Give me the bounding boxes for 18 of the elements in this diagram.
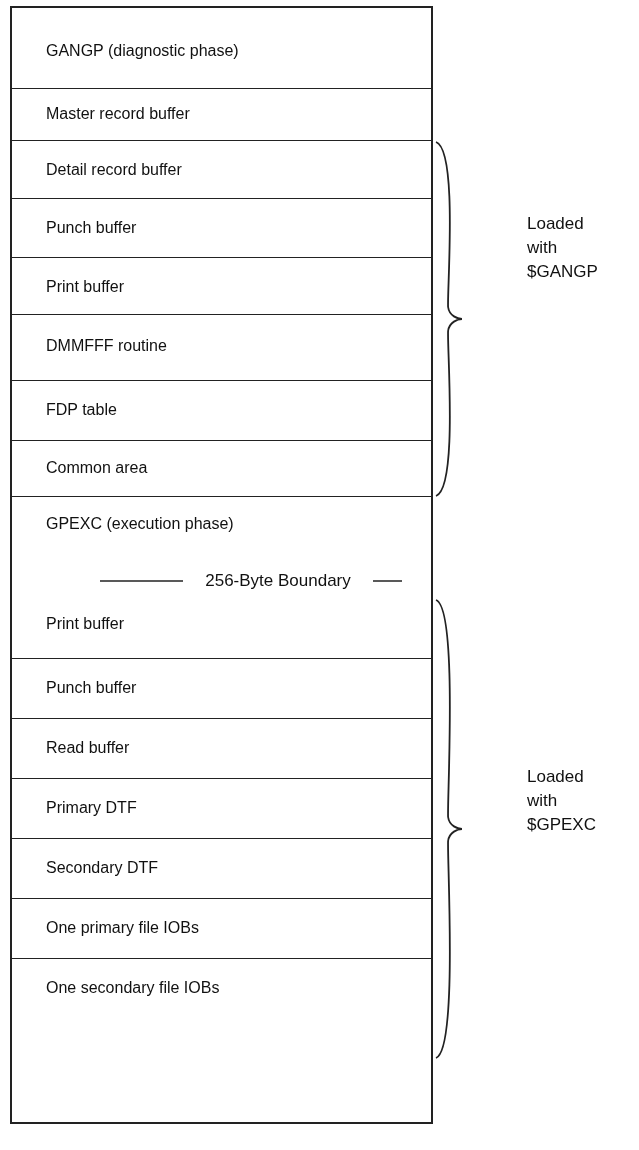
row-label: GPEXC (execution phase) [46,515,234,533]
row-label: Common area [46,459,148,477]
row-label: Punch buffer [46,679,137,697]
row-label: GANGP (diagnostic phase) [46,42,239,60]
row-label: FDP table [46,401,117,419]
row-label: Detail record buffer [46,161,182,179]
row-label: DMMFFF routine [46,337,167,355]
row-label: Read buffer [46,739,130,757]
row-label: Punch buffer [46,219,137,237]
row-label: Primary DTF [46,799,137,817]
row-label: Master record buffer [46,105,190,123]
row-label: Secondary DTF [46,859,159,877]
load-note: Loaded with $GPEXC [527,766,597,836]
row-label: Print buffer [46,278,124,296]
row-label: Print buffer [46,615,124,633]
row-label: One primary file IOBs [46,919,199,937]
row-label: One secondary file IOBs [46,979,220,997]
load-note: Loaded with $GANGP [527,213,599,283]
